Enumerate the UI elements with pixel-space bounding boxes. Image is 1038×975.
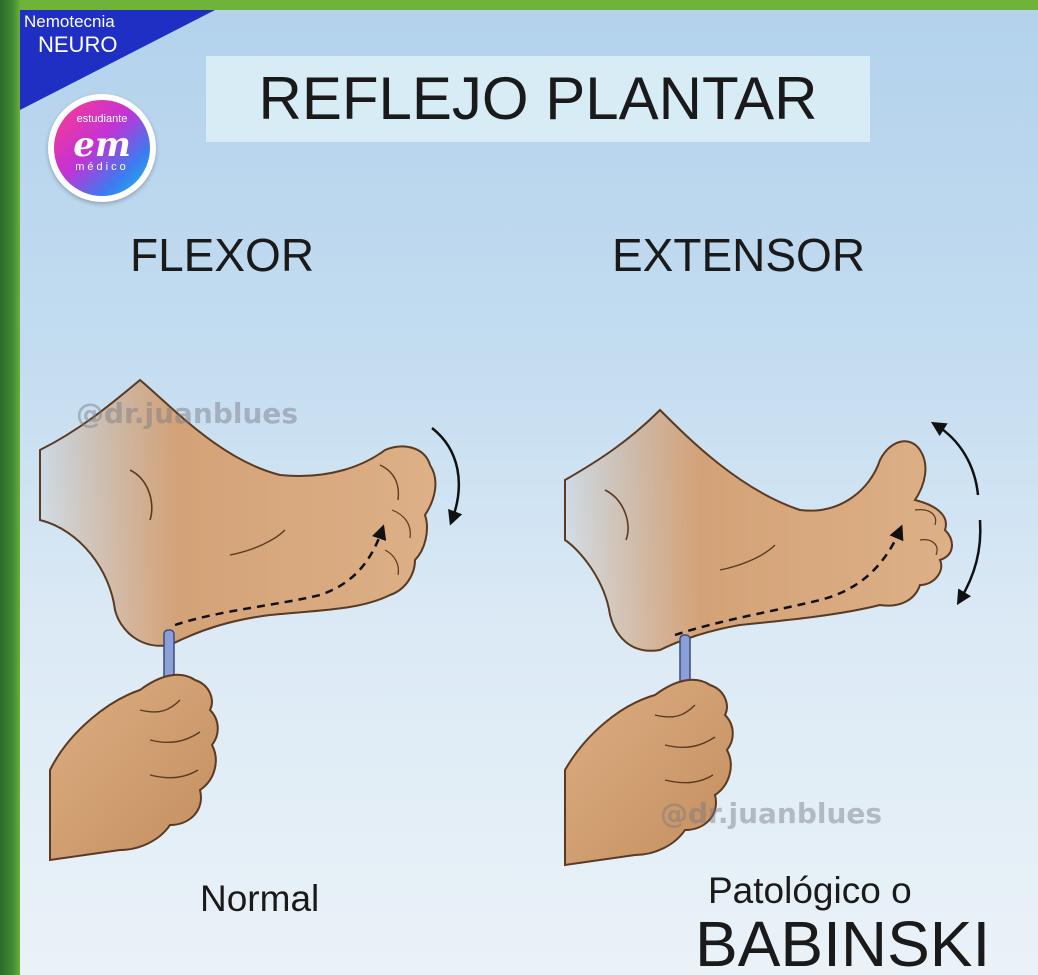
left-watermark: @dr.juanblues [76, 400, 298, 428]
left-foot-illustration [40, 380, 459, 860]
left-hand [50, 675, 218, 860]
corner-badge-line2: NEURO [38, 34, 117, 56]
logo-main-text: em [54, 128, 150, 162]
right-extension-arrow-down [960, 520, 980, 600]
normal-caption: Normal [200, 880, 319, 917]
babinski-caption: BABINSKI [695, 912, 990, 975]
logo-top-text: estudiante [54, 114, 150, 125]
pathologic-caption: Patológico o [708, 872, 912, 909]
illustration-art [20, 10, 1038, 975]
left-flexion-arrow [432, 428, 459, 520]
infographic-panel: Nemotecnia NEURO estudiante em médico RE… [20, 10, 1038, 975]
logo-gradient-circle: estudiante em médico [54, 100, 150, 196]
extensor-heading: EXTENSOR [612, 232, 865, 278]
right-watermark: @dr.juanblues [660, 800, 882, 828]
estudiante-medico-logo: estudiante em médico [48, 94, 156, 202]
right-extension-arrow-up [936, 425, 978, 495]
right-hand [565, 680, 733, 865]
title-box: REFLEJO PLANTAR [206, 56, 870, 142]
logo-bottom-text: médico [54, 162, 150, 173]
flexor-heading: FLEXOR [130, 232, 314, 278]
corner-badge-line1: Nemotecnia [24, 13, 115, 30]
page-title: REFLEJO PLANTAR [206, 56, 870, 142]
